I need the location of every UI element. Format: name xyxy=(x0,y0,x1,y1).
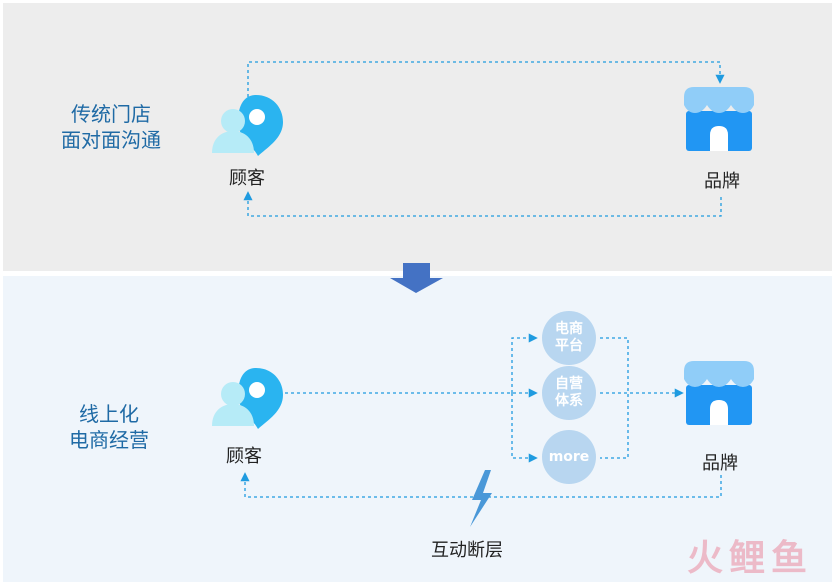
channel-ecommerce-platform: 电商 平台 xyxy=(542,311,596,365)
store-icon-bottom xyxy=(684,361,754,425)
traditional-title-line1: 传统门店 xyxy=(71,102,151,126)
channel-label-line2: 平台 xyxy=(555,338,583,354)
online-title-line1: 线上化 xyxy=(79,402,139,426)
interaction-break-label: 互动断层 xyxy=(431,540,503,561)
customer-label: 顾客 xyxy=(229,168,265,189)
channel-self-operated: 自营 体系 xyxy=(542,366,596,420)
customer-location-icon xyxy=(212,95,283,156)
store-icon xyxy=(684,87,754,151)
bottom-flow-arrows xyxy=(240,333,722,498)
brand-label: 品牌 xyxy=(704,171,740,192)
channel-label-line2: 体系 xyxy=(555,393,583,409)
customer-label-bottom: 顾客 xyxy=(226,446,262,467)
customer-location-icon-bottom xyxy=(212,368,283,429)
transition-down-arrow xyxy=(390,263,443,293)
lightning-break-icon xyxy=(470,470,492,527)
top-loop-arrows xyxy=(243,61,725,217)
online-title-line2: 电商经营 xyxy=(69,428,149,452)
brand-label-bottom: 品牌 xyxy=(702,453,738,474)
channel-label-line1: 自营 xyxy=(555,376,583,392)
online-title: 线上化 电商经营 xyxy=(29,401,189,453)
traditional-title: 传统门店 面对面沟通 xyxy=(31,101,191,153)
channel-label-line1: 电商 xyxy=(555,321,583,337)
traditional-title-line2: 面对面沟通 xyxy=(61,128,161,152)
channel-label-line1: more xyxy=(548,448,590,465)
online-ecommerce-panel xyxy=(3,276,832,582)
channel-more: more xyxy=(542,430,596,484)
watermark-logo: 火鲤鱼 xyxy=(686,538,813,579)
